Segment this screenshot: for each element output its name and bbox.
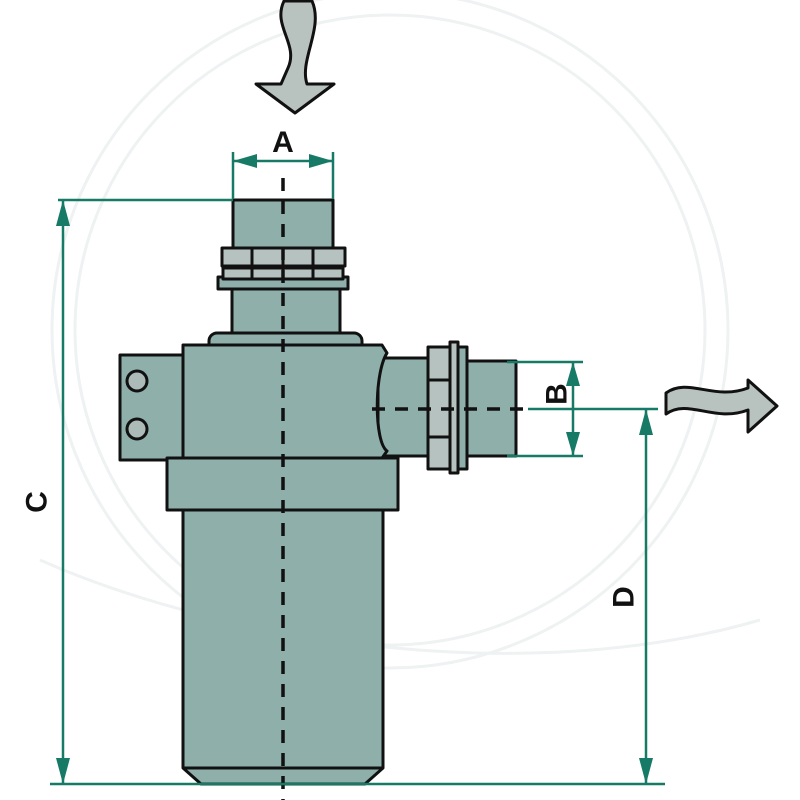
dimension-b: B (507, 360, 583, 458)
dimension-a: A (231, 126, 335, 199)
watermark-arc (50, 0, 730, 670)
dimension-c: C (21, 198, 233, 784)
mounting-hole (125, 369, 149, 393)
outlet-flow-arrow-icon (664, 378, 779, 434)
dimension-c-label: C (21, 491, 54, 513)
watermark-arc (73, 13, 707, 647)
dimension-a-label: A (272, 126, 294, 159)
inlet-flow-arrow-icon (254, 0, 336, 115)
filter-head (181, 343, 389, 460)
side-port-cylinder (376, 356, 432, 458)
dimension-d: D (608, 409, 653, 784)
mounting-hole (125, 417, 149, 441)
mounting-flange (118, 353, 188, 462)
watermark-swoosh (39, 558, 761, 655)
background-watermark (39, 0, 761, 670)
dimension-d-label: D (608, 586, 641, 608)
dimension-b-label: B (541, 383, 574, 405)
